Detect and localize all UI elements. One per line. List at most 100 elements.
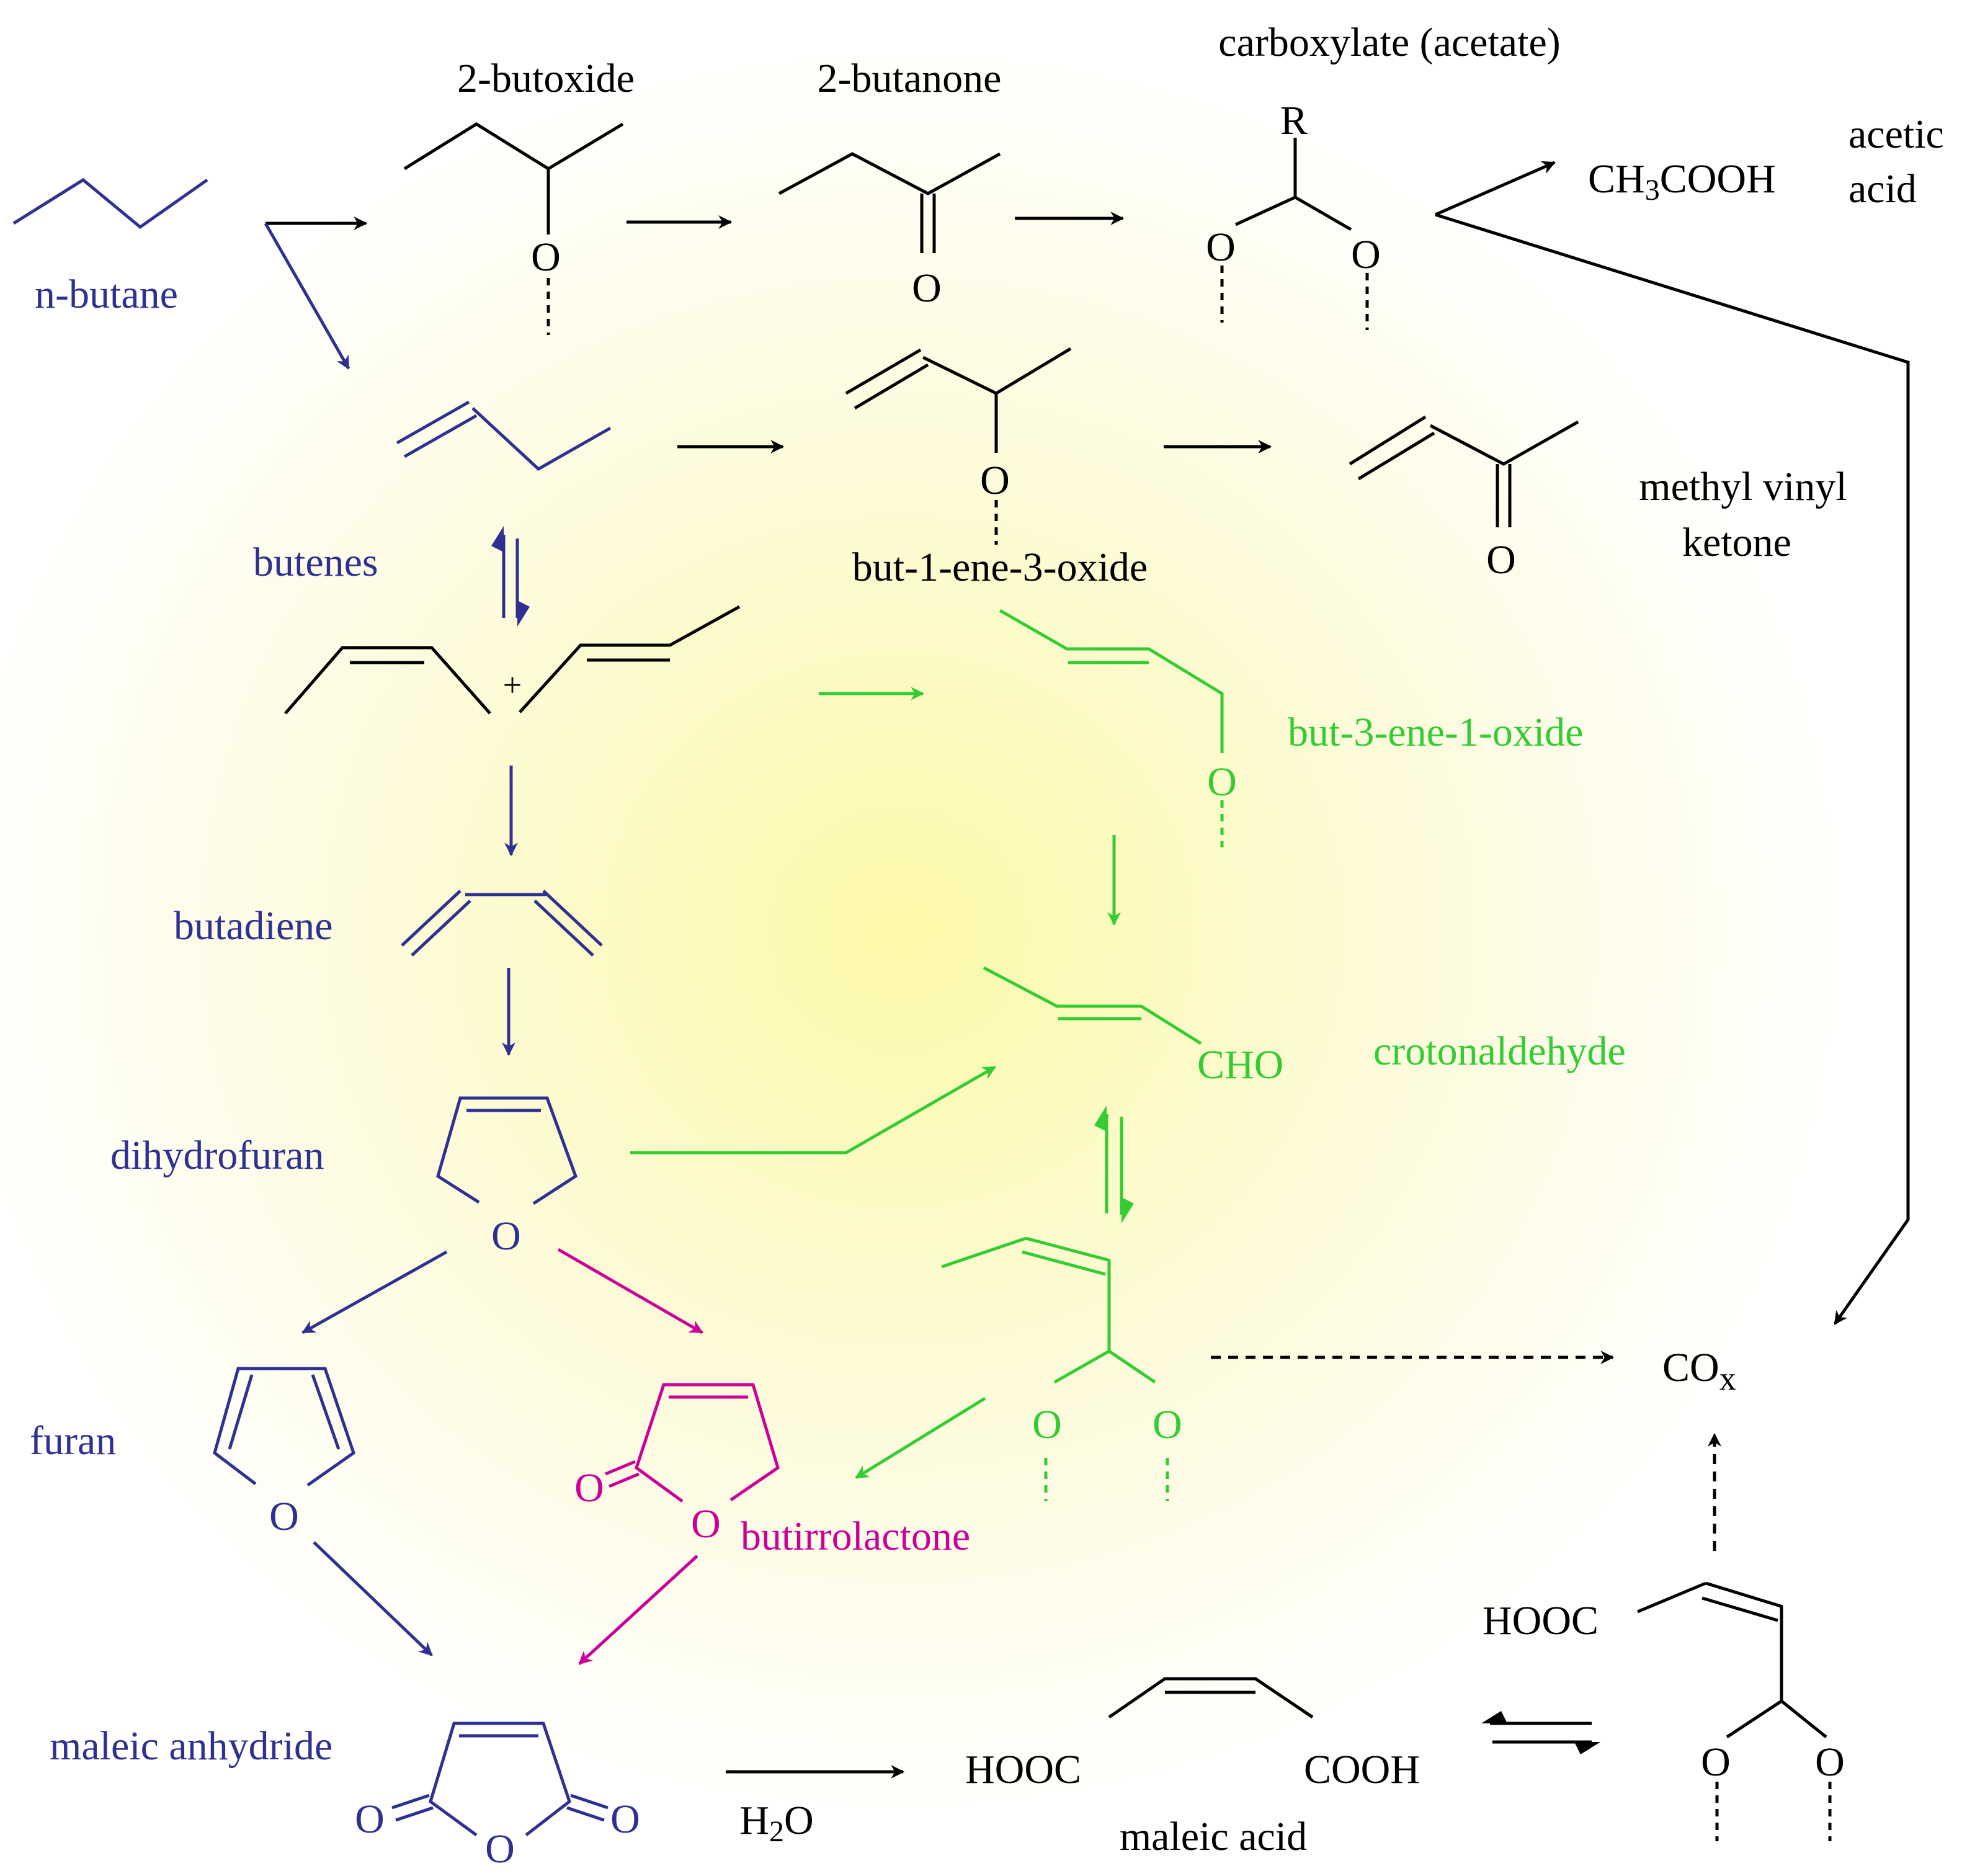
label-but3ene1oxide: but-3-ene-1-oxide [1288, 710, 1583, 755]
furan-double-right [311, 1374, 341, 1450]
b1e3o-double-2 [854, 363, 929, 410]
mvk-chain [1429, 420, 1579, 466]
label-dihydrofuran: dihydrofuran [110, 1133, 324, 1178]
cis-butene-chain [284, 646, 491, 715]
label-cho: CHO [1197, 1042, 1283, 1088]
n-butane-skeleton [12, 177, 208, 230]
butadiene-double-1a [401, 890, 462, 947]
crotonate-double-1 [1025, 1236, 1111, 1262]
anhydride-co-right-1 [570, 1793, 609, 1810]
label-butirrolactone: butirrolactone [741, 1514, 970, 1559]
butadiene-double-2b [533, 900, 594, 957]
equilibrium-butene-head-up [491, 526, 504, 552]
magenta-labels: O O butirrolactone [574, 1465, 970, 1559]
label-carboxylate: carboxylate (acetate) [1218, 20, 1560, 65]
arrow-butane-to-butene [264, 222, 350, 370]
label-butenes: butenes [253, 540, 378, 585]
lactone-co-2 [609, 1472, 640, 1488]
label-butoxide: 2-butoxide [457, 56, 635, 101]
maleate-left-bond [1726, 1699, 1783, 1739]
atom-o-anhydride-left: O [355, 1797, 385, 1842]
atom-o-maleate-right: O [1815, 1740, 1845, 1785]
arrow-crotonate-to-lactone [855, 1396, 986, 1480]
magenta-structures [605, 1383, 780, 1503]
label-but1ene3oxide: but-1-ene-3-oxide [852, 545, 1148, 590]
crotonate-double-2 [1022, 1250, 1106, 1276]
label-acetic-line2: acid [1848, 166, 1917, 212]
maleate-chain-1 [1637, 1581, 1706, 1614]
b3e1o-chain [999, 609, 1224, 753]
green-labels: but-3-ene-1-oxide O CHO crotonaldehyde O… [1032, 710, 1626, 1447]
maleic-acid-chain [1108, 1677, 1314, 1719]
label-acetic-line1: acetic [1848, 112, 1944, 157]
b1e3o-double-1 [845, 348, 922, 395]
atom-o-b1e3o: O [980, 458, 1010, 503]
atom-o-carboxylate-left: O [1206, 225, 1236, 270]
equilibrium-croton-head-down [1122, 1197, 1134, 1223]
furan-ring [213, 1367, 355, 1487]
atom-o-maleate-left: O [1701, 1740, 1731, 1785]
atom-o-butoxide: O [531, 234, 561, 280]
arrow-dihydrofuran-to-crotonaldehyde [630, 1065, 996, 1155]
butene-double-2 [403, 414, 478, 458]
crotonaldehyde-chain [983, 966, 1202, 1045]
arrow-carboxylate-to-cox [1435, 213, 1910, 1325]
atom-o-crotonate-right: O [1153, 1402, 1182, 1447]
atom-o-anhydride-right: O [610, 1797, 640, 1842]
label-hooc: HOOC [965, 1747, 1081, 1792]
furan-double-left [228, 1374, 254, 1450]
blue-labels: n-butane butenes butadiene dihydrofuran … [30, 272, 640, 1872]
atom-o-lactone-carbonyl: O [574, 1465, 604, 1511]
label-r-group: R [1280, 98, 1308, 143]
blue-structures [12, 177, 612, 1837]
crotonate-left-bond [1053, 1349, 1110, 1384]
dihydrofuran-ring [436, 1096, 578, 1205]
anhydride-co-right-2 [566, 1806, 605, 1822]
arrow-dihydrofuran-to-furan [301, 1250, 448, 1334]
label-butadiene: butadiene [174, 903, 333, 949]
label-crotonaldehyde: crotonaldehyde [1373, 1029, 1626, 1074]
equilibrium-butene-head-down [517, 601, 530, 627]
arrow-carboxylate-to-acetic [1434, 161, 1556, 217]
equilibrium-acid-head-left [1481, 1711, 1507, 1723]
atom-o-anhydride-ring: O [485, 1826, 515, 1872]
carboxylate-left-bond [1234, 195, 1296, 226]
label-maleic-acid: maleic acid [1120, 1814, 1307, 1859]
green-structures [941, 609, 1224, 1501]
anhydride-co-left-2 [395, 1806, 434, 1822]
butoxide-skeleton [403, 122, 624, 171]
arrow-lactone-to-anhydride [578, 1555, 698, 1665]
butadiene-double-1b [411, 900, 471, 957]
equilibrium-croton-head-up [1094, 1106, 1107, 1132]
trans-butene-chain [519, 605, 741, 713]
black-structures [284, 122, 1832, 1841]
arrow-furan-to-anhydride [313, 1541, 433, 1656]
atom-o-crotonate-left: O [1032, 1402, 1062, 1447]
arrows [264, 161, 1910, 1779]
atom-o-lactone-ring: O [691, 1501, 721, 1547]
atom-o-butanone: O [912, 266, 942, 311]
equilibrium-heads [491, 526, 1600, 1754]
background-glow [0, 31, 1861, 1830]
lactone-co-1 [605, 1460, 636, 1476]
maleate-right-bond [1780, 1700, 1827, 1738]
black-labels: 2-butoxide 2-butanone carboxylate (aceta… [457, 20, 1944, 1859]
label-cooh: COOH [1304, 1747, 1420, 1792]
atom-o-carboxylate-right: O [1351, 232, 1381, 277]
anhydride-co-left-1 [391, 1793, 430, 1810]
atom-o-dihydrofuran: O [491, 1213, 521, 1259]
maleate-double-2 [1701, 1596, 1778, 1622]
label-n-butane: n-butane [35, 272, 178, 317]
atom-o-mvk: O [1486, 537, 1516, 583]
butene-double-1 [396, 400, 470, 445]
label-maleic-anhydride: maleic anhydride [50, 1723, 332, 1769]
label-hooc-surface: HOOC [1483, 1598, 1599, 1643]
arrow-dihydrofuran-to-lactone [557, 1248, 703, 1334]
mvk-double-1 [1349, 415, 1427, 466]
label-plus: + [503, 666, 522, 704]
mvk-double-2 [1357, 431, 1435, 481]
carboxylate-right-bond [1294, 195, 1352, 231]
equilibrium-acid-head-right [1574, 1742, 1600, 1754]
anhydride-ring [429, 1722, 571, 1837]
